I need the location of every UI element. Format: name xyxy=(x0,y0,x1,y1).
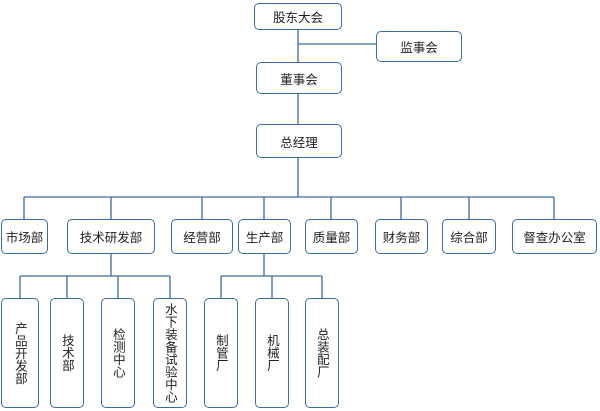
general-manager-box: 总经理 xyxy=(256,124,342,158)
dept-quality: 质量部 xyxy=(305,219,358,254)
dept-production: 生产部 xyxy=(238,219,291,254)
board-box: 董事会 xyxy=(256,62,342,94)
unit-product-development: 产品开发部 xyxy=(1,298,39,408)
shareholders-box: 股东大会 xyxy=(254,3,342,30)
dept-general-affairs: 综合部 xyxy=(442,219,496,254)
dept-finance: 财务部 xyxy=(375,219,428,254)
dept-operations: 经营部 xyxy=(171,219,233,254)
unit-technology: 技术部 xyxy=(50,298,84,408)
dept-market: 市场部 xyxy=(1,219,48,254)
unit-testing-center: 检测中心 xyxy=(101,298,135,408)
dept-rnd: 技术研发部 xyxy=(67,219,155,254)
dept-inspection-office: 督查办公室 xyxy=(512,219,597,254)
supervisors-box: 监事会 xyxy=(376,31,462,62)
unit-machinery-factory: 机械厂 xyxy=(255,298,289,408)
unit-pipe-factory: 制管厂 xyxy=(204,298,238,408)
unit-assembly-factory: 总装配厂 xyxy=(305,298,339,408)
unit-underwater-test-center: 水下装备试验中心 xyxy=(153,298,187,408)
